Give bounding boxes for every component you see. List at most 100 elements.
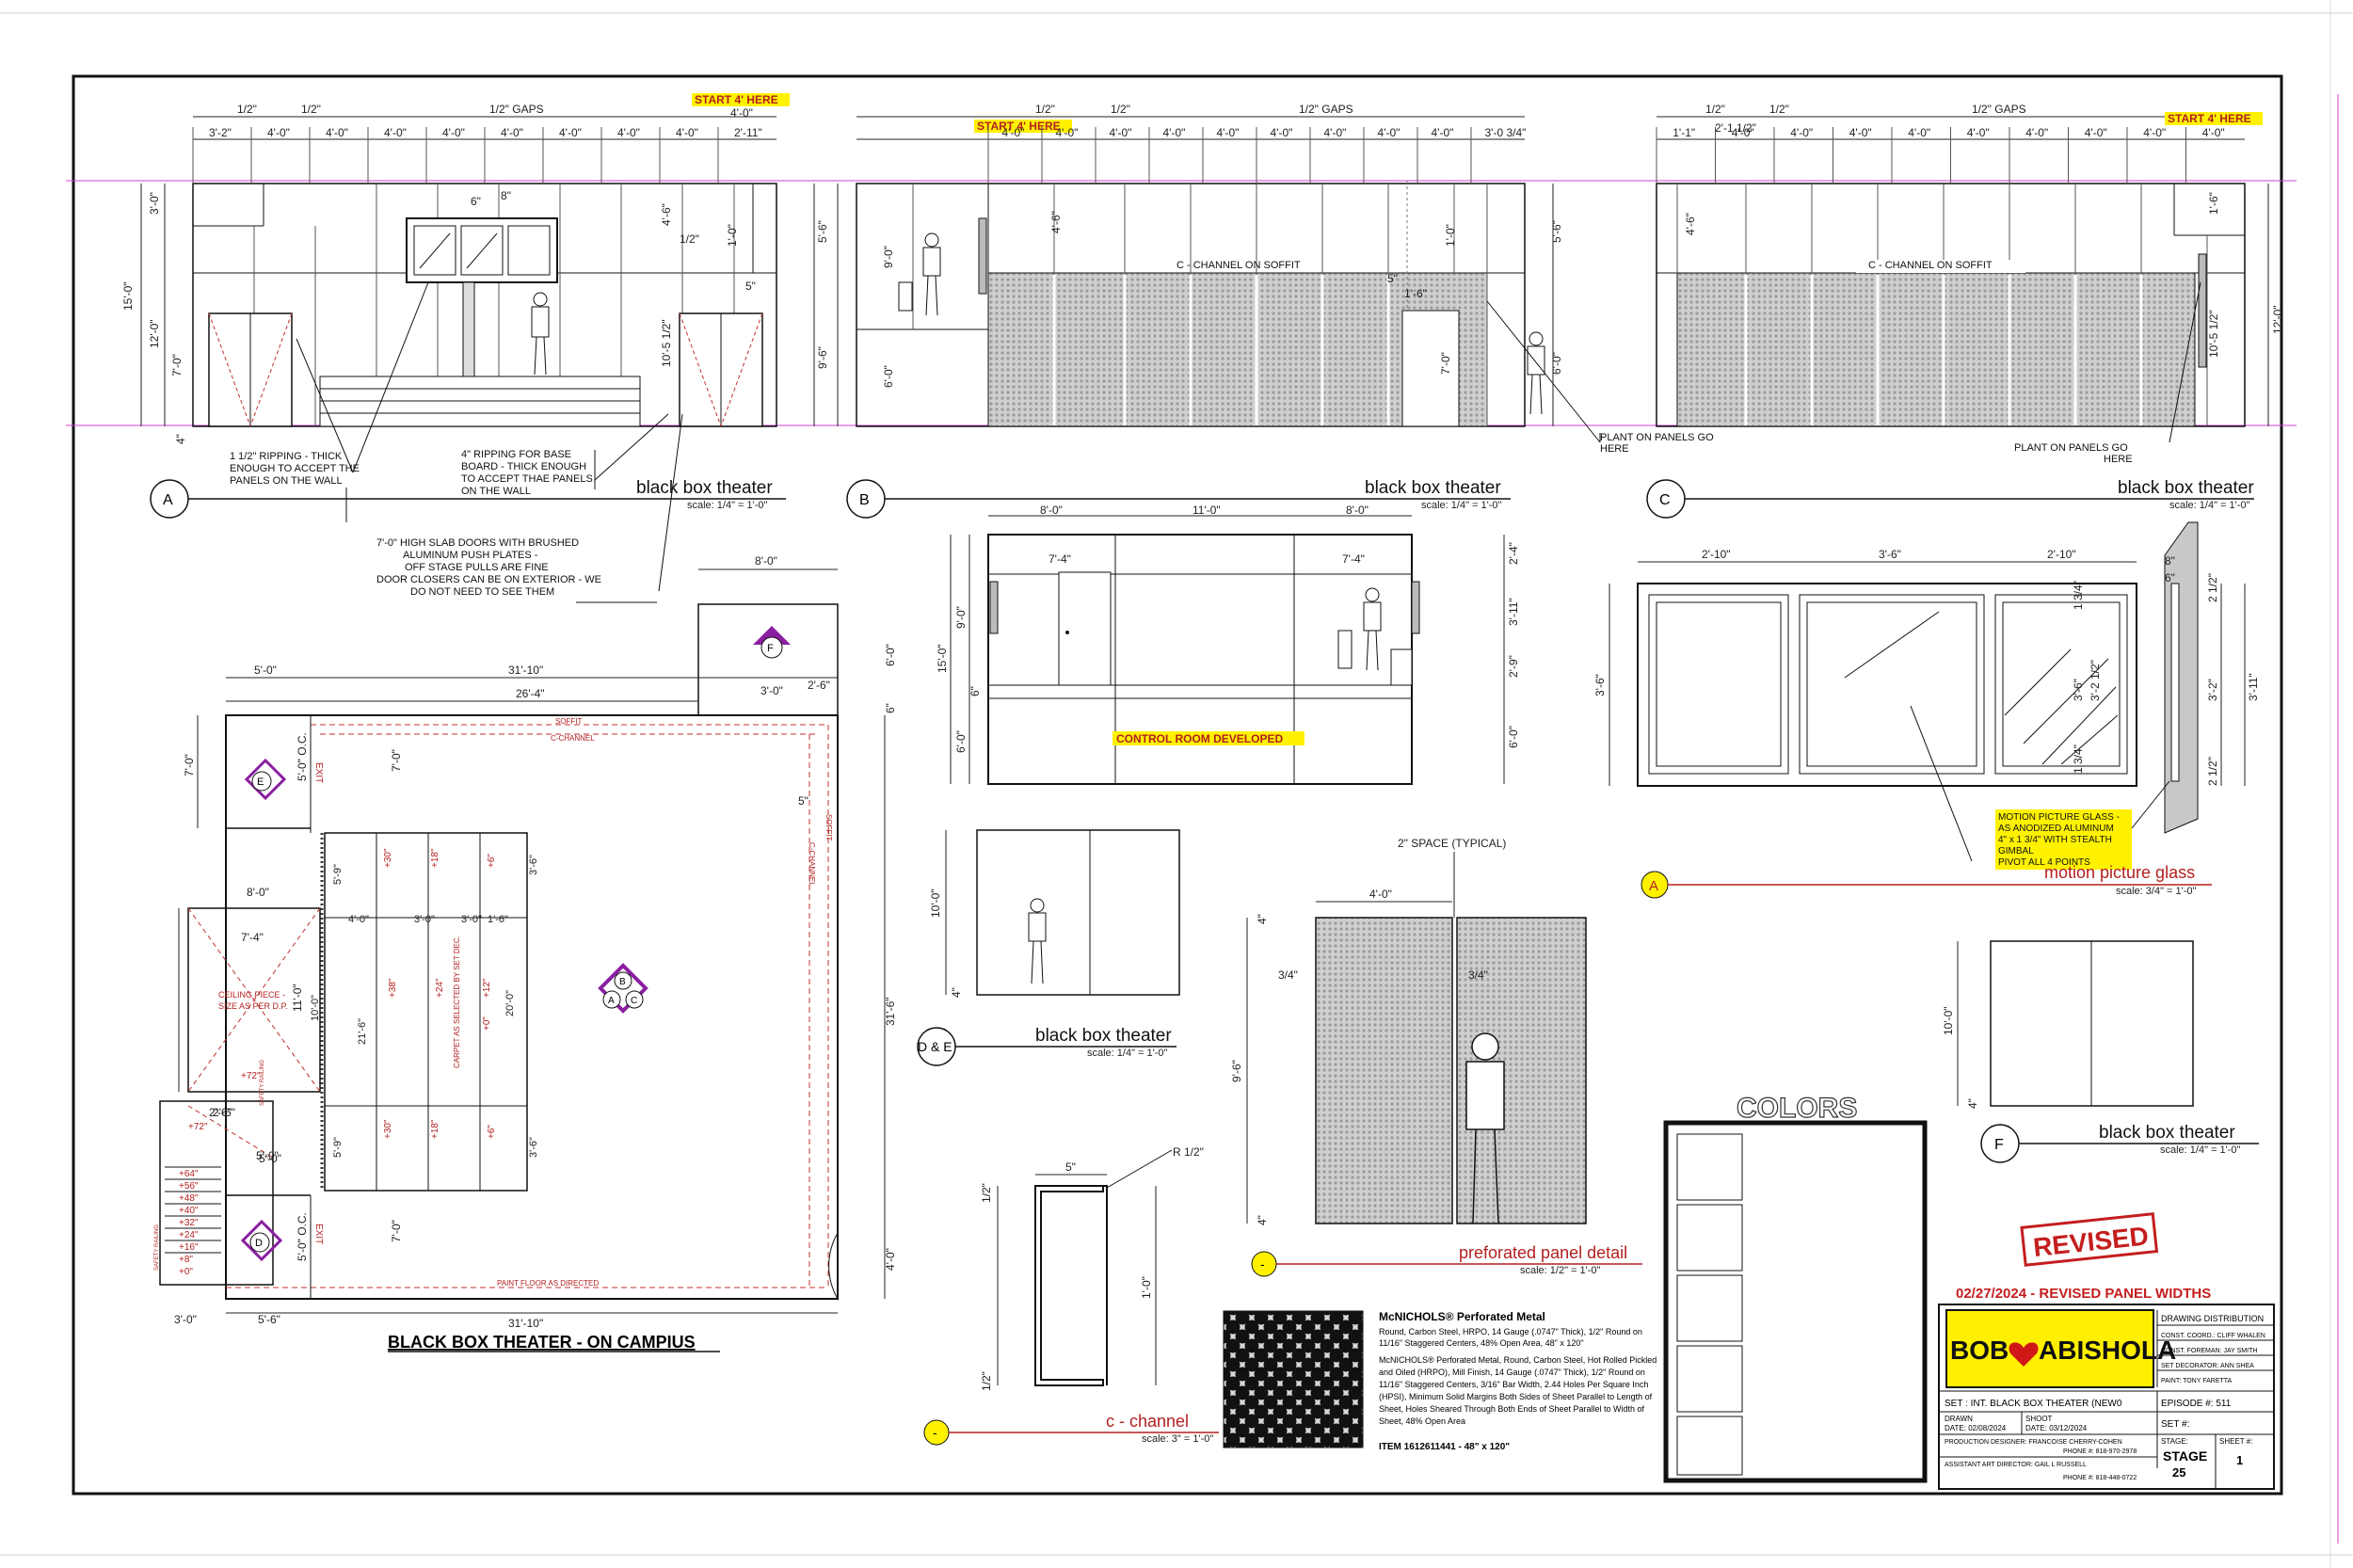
dim-label: 7'-4" xyxy=(1048,552,1071,566)
colors-title: COLORS xyxy=(1737,1093,1857,1124)
dim-label: 10'-5 1/2" xyxy=(2207,310,2220,358)
c-channel-label: C - CHANNEL ON SOFFIT xyxy=(1176,260,1301,271)
dim-label: 1'-0" xyxy=(1140,1276,1153,1299)
dim-label: 6" xyxy=(884,703,897,713)
dim-label: 12'-0" xyxy=(2271,305,2284,334)
dim-label: 5'-6" xyxy=(1550,220,1563,243)
dim-label: 4'-0" xyxy=(559,126,582,139)
dim-label: 7'-0" xyxy=(390,749,403,772)
marker-c: C xyxy=(1659,492,1671,508)
dim-label: 4'-0" xyxy=(1369,888,1392,901)
dim-label: 4'-0" xyxy=(2143,126,2166,139)
c-channel-label: C - CHANNEL ON SOFFIT xyxy=(1868,260,1993,271)
dim-label: 4'-0" xyxy=(1908,126,1930,139)
dim-label: 3'-6" xyxy=(1593,674,1607,696)
distribution-line: PAINT: TONY FARETTA xyxy=(2161,1378,2233,1384)
dim-label: 3'-6" xyxy=(528,855,539,875)
drawn-date: DATE: 02/08/2024 xyxy=(1945,1424,2007,1432)
dim-label: 4'-0" xyxy=(1432,126,1454,139)
spec-line: (HPSI), Minimum Solid Margins Both Sides… xyxy=(1379,1392,1653,1401)
dim-label: +72" xyxy=(241,1071,261,1081)
dim-label: 5'-0" O.C. xyxy=(296,732,309,781)
dim-label: 5'-6" xyxy=(258,1313,280,1326)
person-figure xyxy=(1337,587,1413,686)
dim-label: 3'-2 1/2" xyxy=(2089,660,2102,701)
dim-label: 1'-1" xyxy=(1673,126,1695,139)
dim-label: 2 1/2" xyxy=(2206,757,2219,786)
spec-item: ITEM 1612611441 - 48" x 120" xyxy=(1379,1442,1510,1452)
dim-label: 5'-0" xyxy=(259,1152,281,1165)
dim-label: 6'-0" xyxy=(1550,352,1563,375)
space-typical-label: 2" SPACE (TYPICAL) xyxy=(1398,837,1506,850)
plan-marker-f: F xyxy=(753,626,791,659)
sheet-label: SHEET #: xyxy=(2219,1437,2252,1446)
dim-label: 8'-0" xyxy=(1346,504,1369,517)
soffit-label: SOFFIT xyxy=(824,814,833,841)
start-here-label: START 4' HERE xyxy=(695,93,778,106)
dim-label: 4'-0" xyxy=(2085,126,2107,139)
dim-label: 6'-0" xyxy=(954,730,968,753)
dim-label: 4'-0" xyxy=(267,126,290,139)
distribution-line: CONST. FOREMAN: JAY SMITH xyxy=(2161,1348,2257,1354)
svg-text:ALUMINUM PUSH PLATES -: ALUMINUM PUSH PLATES - xyxy=(403,550,538,561)
svg-text:B: B xyxy=(619,977,626,987)
dim-label: 4'-0" xyxy=(676,126,698,139)
svg-text:E: E xyxy=(257,776,264,788)
dim-label: 4'-6" xyxy=(660,203,673,226)
paint-floor-label: PAINT FLOOR AS DIRECTED xyxy=(497,1279,599,1288)
dim-label: 2'-10" xyxy=(2047,548,2076,561)
dim-label: 1/2" xyxy=(1035,103,1055,116)
dim-label: 3'-11" xyxy=(2247,673,2260,701)
marker-f: F xyxy=(1994,1137,2004,1153)
exit-label: EXIT xyxy=(313,762,324,783)
dim-label: 3'-6" xyxy=(1879,548,1901,561)
elevation-title: black box theater xyxy=(1365,478,1501,498)
distribution-header: DRAWING DISTRIBUTION xyxy=(2161,1314,2264,1323)
marker-b: B xyxy=(859,492,870,508)
elevation-scale: scale: 1/4" = 1'-0" xyxy=(2169,500,2250,511)
exit-label: EXIT xyxy=(313,1224,324,1244)
shoot-label: SHOOT xyxy=(2025,1415,2053,1423)
elevation-scale: scale: 1/4" = 1'-0" xyxy=(1087,1048,1168,1059)
show-logo-left: BOB xyxy=(1950,1336,2009,1365)
dim-label: 4'-0" xyxy=(384,126,407,139)
dim-label: 5'-0" xyxy=(256,1149,279,1162)
perforated-metal-swatch xyxy=(1223,1310,1364,1448)
dim-label: 4'-0" xyxy=(348,914,369,925)
dim-label: 10'-0" xyxy=(310,995,321,1021)
dim-label: 2'-6" xyxy=(808,679,830,692)
dim-label: 2'-4" xyxy=(1507,542,1520,565)
dim-label: 2'-9" xyxy=(1507,655,1520,678)
dim-label: 3'-0" xyxy=(414,914,435,925)
svg-text:4" x 1 3/4" WITH STEALTH: 4" x 1 3/4" WITH STEALTH xyxy=(1998,835,2112,845)
dim-label: 10'-0" xyxy=(1942,1006,1955,1035)
dim-label: 5" xyxy=(745,280,756,293)
dim-label: 5'-9" xyxy=(332,1137,344,1158)
detail-title: motion picture glass xyxy=(2044,863,2195,882)
dim-label: 4'-0" xyxy=(501,126,523,139)
dim-label: 8" xyxy=(501,189,511,202)
dim-label: 1/2" xyxy=(1769,103,1789,116)
dim-label: 8'-0" xyxy=(755,554,777,568)
dim-label: 4'-0" xyxy=(326,126,348,139)
dim-label: 2'-6" xyxy=(213,1106,235,1119)
person-figure xyxy=(898,232,941,316)
riser-height: +6" xyxy=(487,1125,497,1139)
dim-label: 4'-0" xyxy=(2202,126,2225,139)
elevation-scale: scale: 1/4" = 1'-0" xyxy=(1421,500,1502,511)
set-number: SET #: xyxy=(2161,1419,2189,1430)
dim-label: 3'-0" xyxy=(148,192,161,215)
detail-title: preforated panel detail xyxy=(1459,1243,1627,1262)
dim-label: 8" xyxy=(2165,554,2175,568)
spec-line: Sheet, 48% Open Area xyxy=(1379,1416,1465,1426)
dim-label: 3'-2" xyxy=(209,126,232,139)
dim-label: 4'-0" xyxy=(1110,126,1132,139)
dim-label: 4" xyxy=(1256,914,1269,924)
dim-label: 3/4" xyxy=(1278,968,1298,982)
svg-text:A: A xyxy=(608,996,615,1006)
step-height: +64" xyxy=(179,1169,199,1179)
art-director: ASSISTANT ART DIRECTOR: GAIL L RUSSELL xyxy=(1945,1462,2087,1468)
dim-label: 4'-0" xyxy=(1217,126,1240,139)
dim-label: 11'-0" xyxy=(291,984,304,1012)
dim-label: 3'-6" xyxy=(528,1137,539,1158)
